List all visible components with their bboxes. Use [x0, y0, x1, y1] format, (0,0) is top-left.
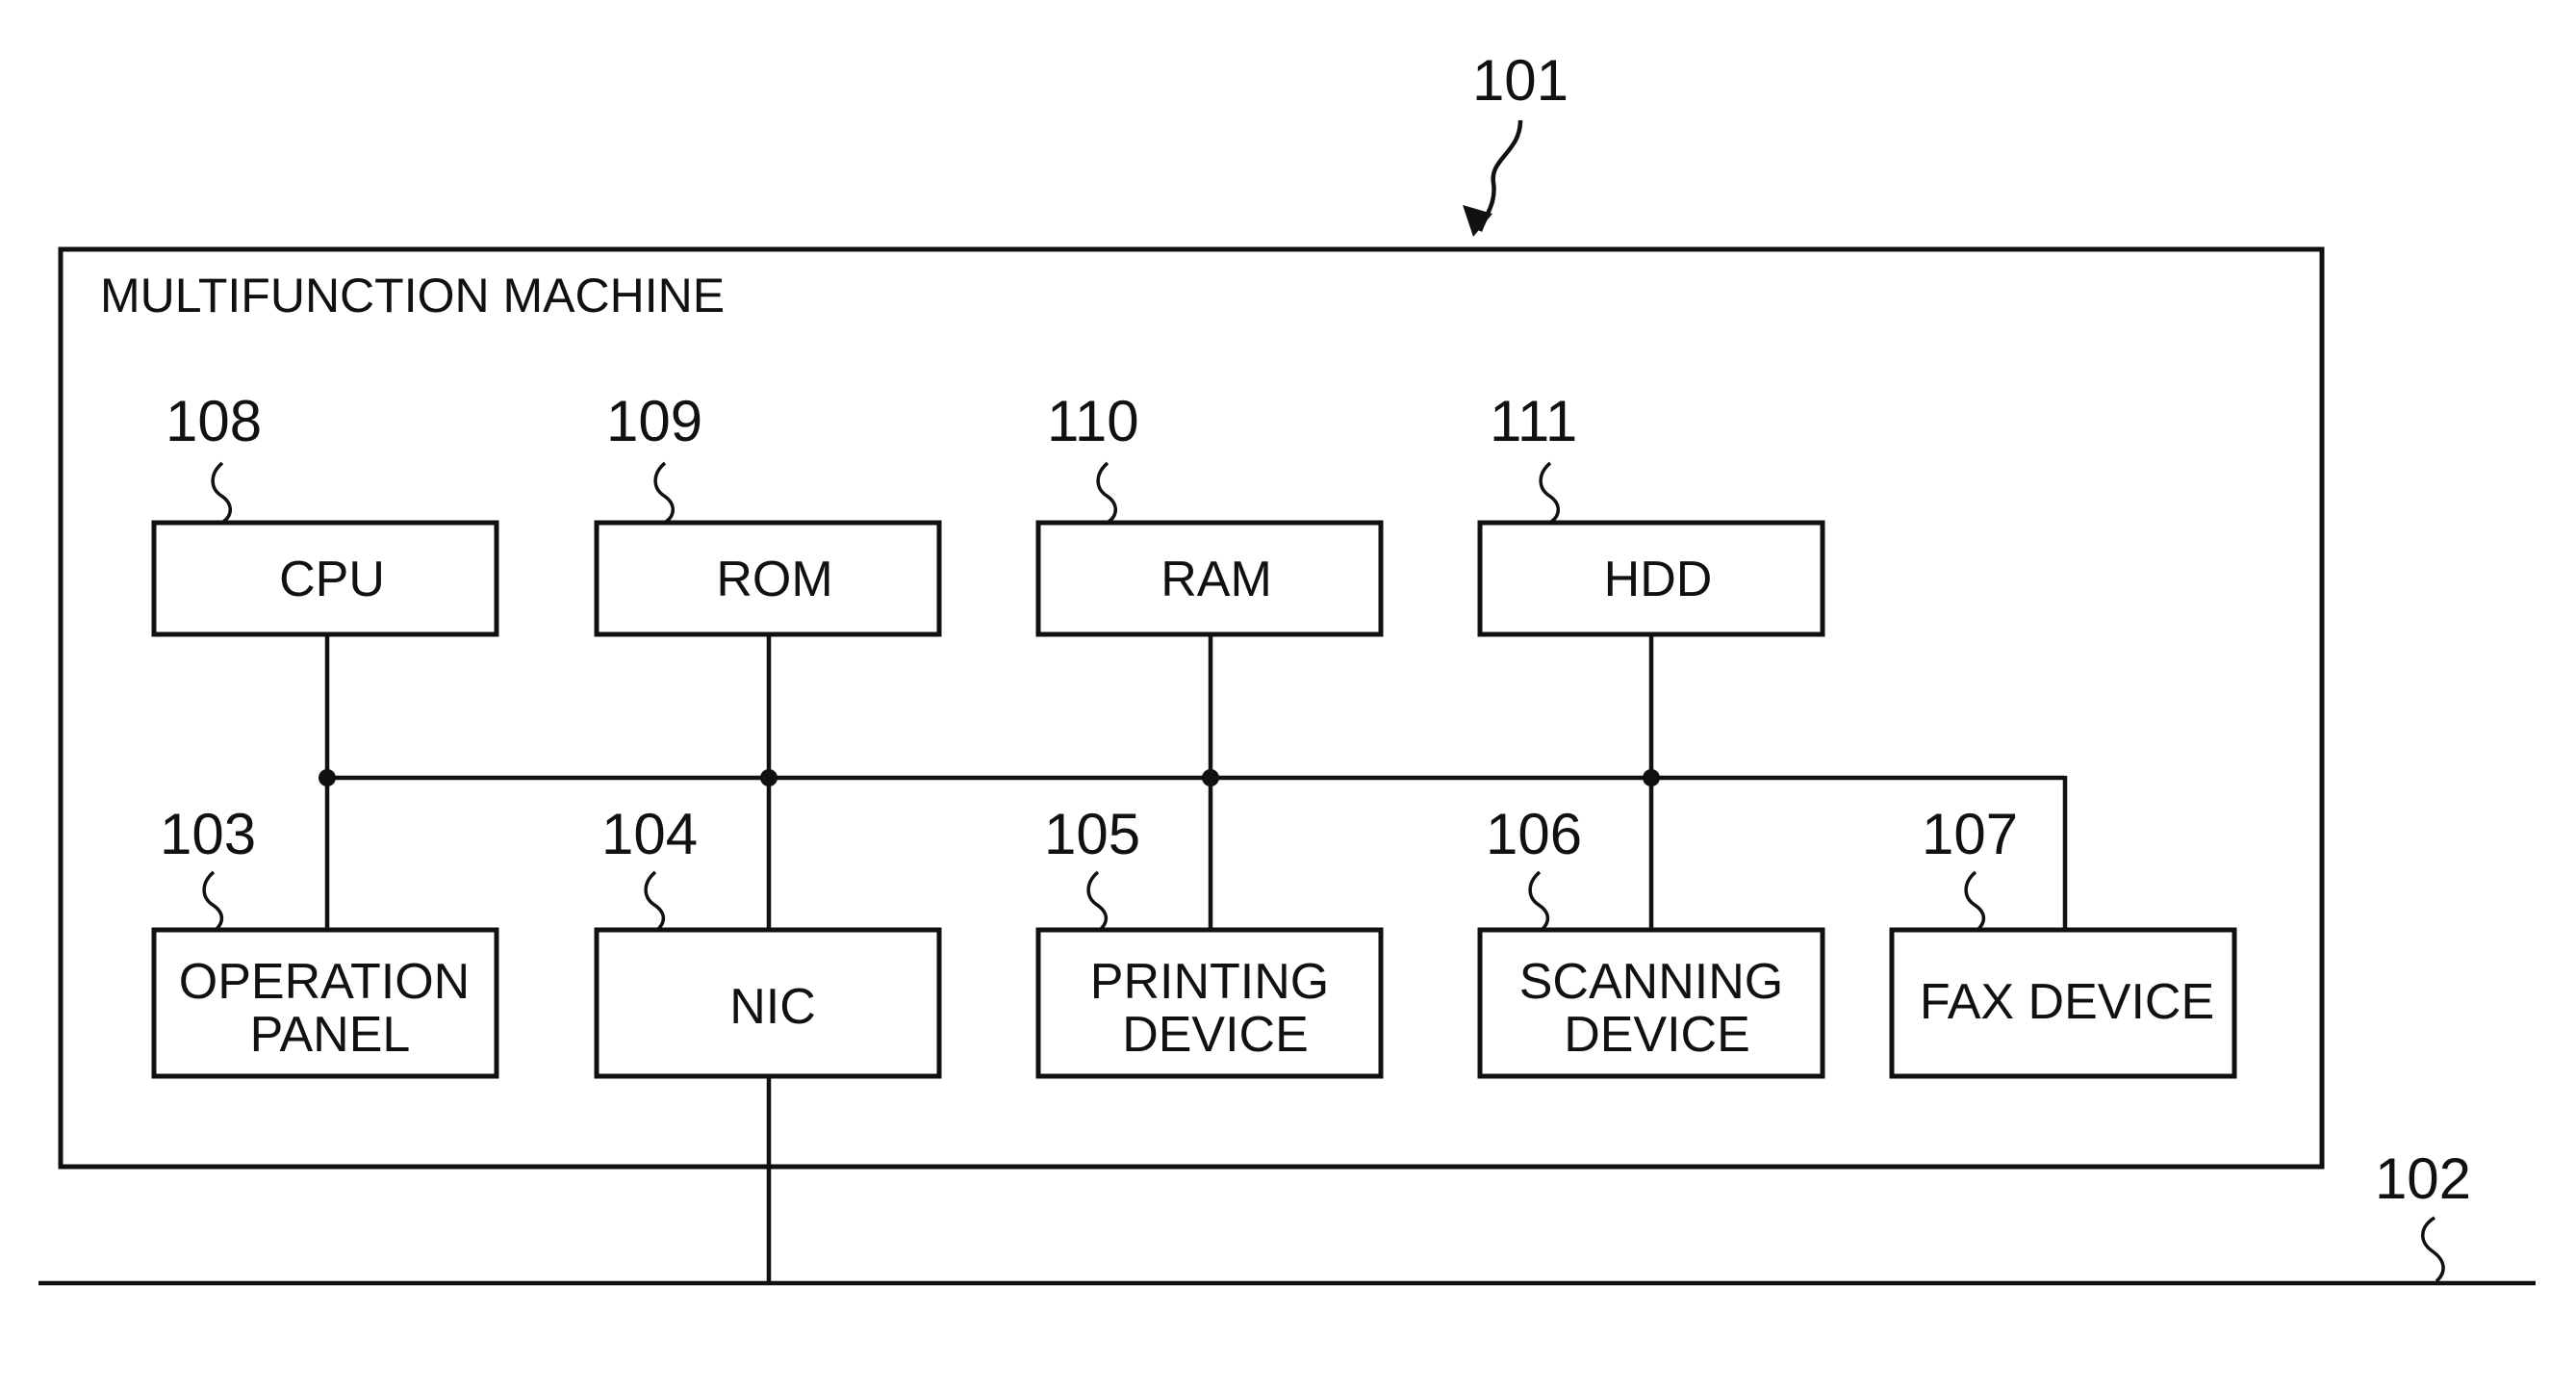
nic-leader-squiggle: [646, 872, 663, 930]
nic-reference-number: 104: [601, 802, 698, 866]
fax-device-leader-squiggle: [1966, 872, 1983, 930]
hdd-leader-squiggle: [1541, 463, 1558, 522]
cpu-label: CPU: [279, 552, 385, 607]
ram-reference-number: 110: [1047, 389, 1139, 453]
printing-device-label-line-1: PRINTING: [1090, 954, 1329, 1010]
operation-panel-reference-number: 103: [160, 802, 256, 866]
cpu-leader-squiggle: [213, 463, 230, 522]
rom-leader-squiggle: [655, 463, 673, 522]
hdd-block: 111 HDD: [1480, 389, 1823, 634]
bus-junction-dot: [1643, 769, 1660, 786]
ram-block: 110 RAM: [1038, 389, 1381, 634]
bus-junction-dot: [1202, 769, 1219, 786]
operation-panel-label-line-1: OPERATION: [179, 954, 470, 1010]
hdd-reference-number: 111: [1490, 389, 1577, 453]
scanning-device-label-line-1: SCANNING: [1519, 954, 1783, 1010]
operation-panel-label-line-2: PANEL: [250, 1007, 411, 1063]
scanning-device-reference-number: 106: [1486, 802, 1582, 866]
machine-reference-number: 101: [1472, 48, 1569, 113]
bus-junction-dot: [319, 769, 336, 786]
printing-device-reference-number: 105: [1044, 802, 1140, 866]
fax-device-reference-number: 107: [1922, 802, 2018, 866]
scanning-device-leader-squiggle: [1530, 872, 1547, 930]
hdd-label: HDD: [1604, 552, 1713, 607]
ram-label: RAM: [1160, 552, 1272, 607]
cpu-block: 108 CPU: [154, 389, 497, 634]
printing-device-label-line-2: DEVICE: [1122, 1007, 1309, 1063]
ram-leader-squiggle: [1098, 463, 1115, 522]
printing-device-leader-squiggle: [1088, 872, 1106, 930]
cpu-reference-number: 108: [166, 389, 262, 453]
operation-panel-leader-squiggle: [204, 872, 221, 930]
network-leader-squiggle: [2423, 1218, 2443, 1281]
rom-label: ROM: [716, 552, 832, 607]
rom-reference-number: 109: [606, 389, 702, 453]
scanning-device-label-line-2: DEVICE: [1564, 1007, 1750, 1063]
nic-label: NIC: [729, 979, 816, 1035]
machine-title: MULTIFUNCTION MACHINE: [100, 269, 725, 322]
fax-device-label: FAX DEVICE: [1920, 974, 2214, 1030]
rom-block: 109 ROM: [597, 389, 939, 634]
network-reference-number: 102: [2375, 1146, 2471, 1211]
bus-junction-dot: [760, 769, 778, 786]
